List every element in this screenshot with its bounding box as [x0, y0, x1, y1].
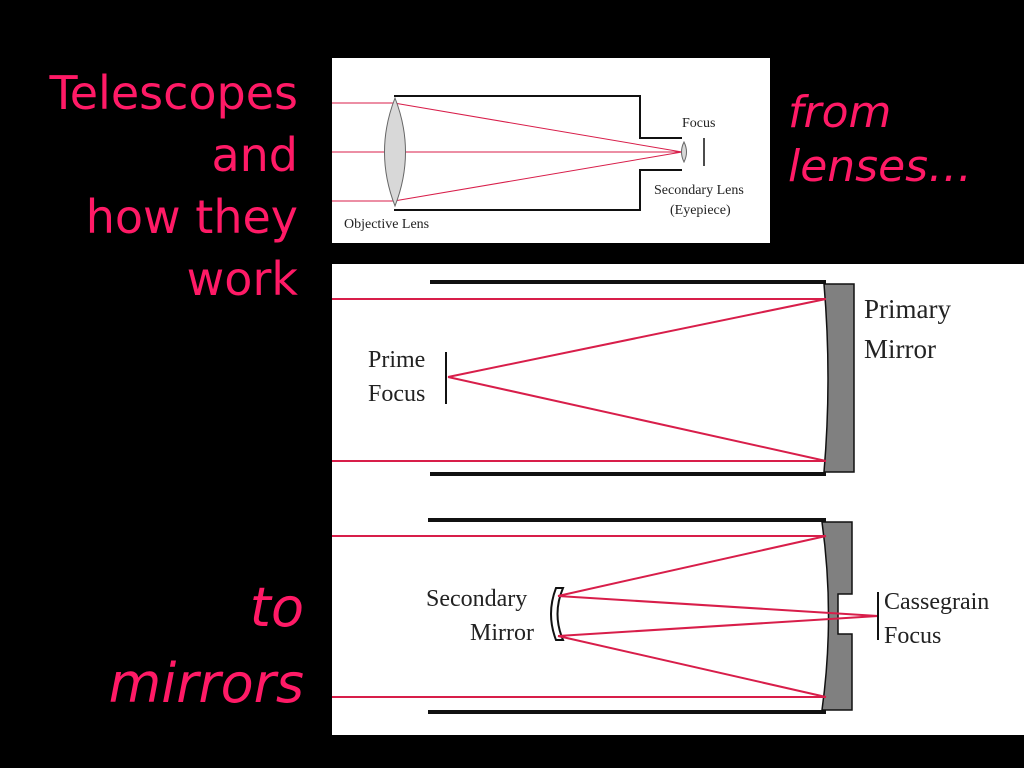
cassegrain-return-ray-top — [557, 595, 879, 617]
prime-label-line-1: Prime — [368, 347, 425, 373]
primary-mirror-label-line-1: Primary — [864, 294, 951, 324]
secondary-lens-label: Secondary Lens — [654, 183, 744, 198]
objective-lens-label: Objective Lens — [344, 217, 429, 232]
focus-label: Focus — [682, 116, 715, 131]
cassegrain-label-line-1: Cassegrain — [884, 589, 989, 615]
title-line-4: work — [186, 252, 298, 306]
title-line-3: how they — [85, 190, 298, 244]
eyepiece-label: (Eyepiece) — [670, 203, 731, 218]
reflector-svg: Prime Focus Primary Mirror Secondary Mir… — [332, 280, 989, 714]
prime-reflected-ray-bottom — [447, 376, 827, 462]
cassegrain-reflected-ray-bottom — [557, 635, 827, 698]
refractor-diagram: Focus Secondary Lens (Eyepiece) Objectiv… — [332, 58, 770, 243]
primary-mirror-label-line-2: Mirror — [864, 334, 936, 364]
title-line-2: and — [211, 128, 298, 182]
title-line-1: Telescopes — [49, 66, 298, 120]
objective-lens-icon — [384, 96, 406, 208]
cassegrain-return-ray-bottom — [557, 615, 879, 637]
refractor-tube-outline — [394, 95, 682, 211]
eyepiece-lens-icon — [681, 140, 687, 164]
cassegrain-telescope: Secondary Mirror Cassegrain Focus — [332, 518, 989, 714]
converging-ray-top — [393, 102, 683, 153]
reflector-diagram: Prime Focus Primary Mirror Secondary Mir… — [332, 264, 1024, 735]
cassegrain-label-line-2: Focus — [884, 623, 941, 649]
slide-title: Telescopes and how they work — [0, 62, 298, 310]
cassegrain-primary-mirror-shape — [821, 521, 853, 711]
secondary-mirror-label-line-1: Secondary — [426, 586, 527, 612]
prime-reflected-ray-top — [447, 298, 827, 378]
primary-mirror-shape — [823, 283, 855, 473]
to-caption-line-1: to — [249, 576, 304, 639]
secondary-mirror-shape — [550, 587, 565, 641]
prime-label-line-2: Focus — [368, 381, 425, 407]
from-caption-line-1: from — [788, 87, 892, 138]
prime-focus-telescope: Prime Focus Primary Mirror — [332, 280, 951, 476]
to-mirrors-caption: to mirrors — [0, 570, 304, 722]
cassegrain-reflected-ray-top — [557, 535, 827, 597]
from-lenses-caption: from lenses… — [788, 86, 972, 194]
from-caption-line-2: lenses… — [788, 141, 973, 192]
refractor-svg: Focus Secondary Lens (Eyepiece) Objectiv… — [332, 95, 744, 232]
secondary-mirror-label-line-2: Mirror — [470, 620, 534, 646]
to-caption-line-2: mirrors — [108, 652, 304, 715]
converging-ray-bottom — [393, 151, 683, 202]
